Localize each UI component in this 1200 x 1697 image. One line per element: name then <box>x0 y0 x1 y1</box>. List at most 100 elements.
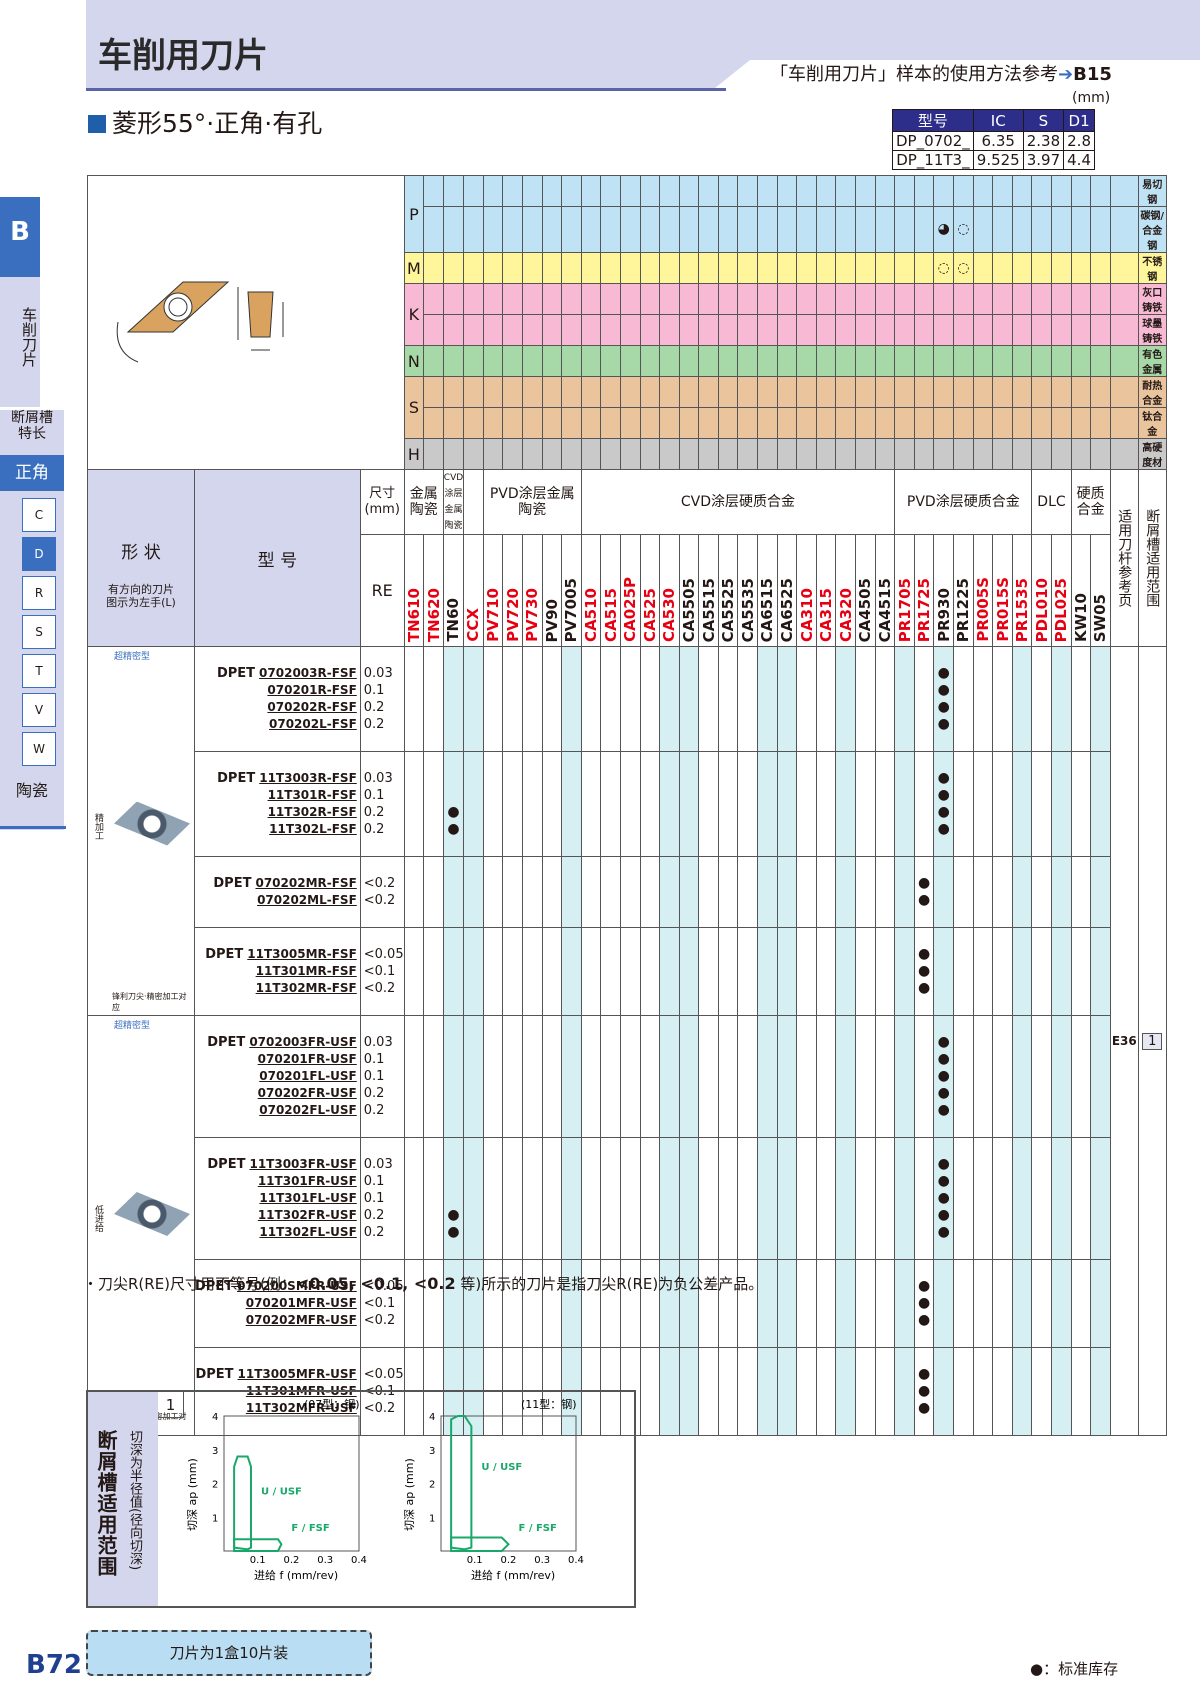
stock-dot <box>954 1085 972 1102</box>
reference-link[interactable]: 「车削用刀片」样本的使用方法参考➔B15 <box>770 60 1112 86</box>
grade-name: PV720 <box>503 588 522 642</box>
material-cell <box>619 376 641 408</box>
tab-shape-c[interactable]: C <box>22 498 56 532</box>
model-code[interactable]: 11T302MFR-USF <box>195 1400 357 1417</box>
model-code[interactable]: 070202L-FSF <box>195 716 357 733</box>
stock-dot <box>915 1102 933 1119</box>
model-code[interactable]: 070202R-FSF <box>195 699 356 716</box>
stock-dot <box>759 1400 777 1417</box>
material-cell <box>1070 175 1092 207</box>
model-code[interactable]: 070201R-FSF <box>195 682 356 699</box>
stock-dot <box>543 1366 561 1383</box>
material-cell <box>698 345 719 377</box>
model-code[interactable]: 070202ML-FSF <box>195 892 357 909</box>
stock-dot <box>621 682 639 699</box>
model-code[interactable]: 11T302FR-USF <box>195 1207 357 1224</box>
stock-dot <box>876 699 894 716</box>
stock-dot <box>1013 1173 1031 1190</box>
stock-dot <box>523 716 541 733</box>
stock-dot <box>582 821 600 838</box>
grade-group <box>463 469 484 535</box>
stock-dot <box>543 682 561 699</box>
model-code[interactable]: 11T302FL-USF <box>195 1224 356 1241</box>
stock-dot <box>954 1312 972 1329</box>
dims-header: D1 <box>1063 109 1095 132</box>
shape-header: 形 状有方向的刀片 图示为左手(L) <box>87 469 195 647</box>
chipbreaker-ref[interactable]: 1 <box>1142 1032 1163 1050</box>
section-tab-b[interactable]: B <box>0 197 40 277</box>
section-tab-label: 车削刀片 <box>0 277 40 407</box>
material-n: N <box>403 345 425 377</box>
y-tick-label: 1 <box>429 1513 435 1524</box>
holder-ref[interactable]: E36 <box>1111 1033 1137 1048</box>
material-cell <box>1011 252 1033 284</box>
stock-dot <box>739 892 757 909</box>
stock-dot <box>1052 892 1070 909</box>
stock-dot <box>778 770 796 787</box>
grade-cell <box>580 1137 602 1260</box>
tab-shape-v[interactable]: V <box>22 693 56 727</box>
material-cell <box>423 283 444 315</box>
model-code[interactable]: 11T302L-FSF <box>195 821 357 838</box>
material-cell <box>619 252 641 284</box>
model-code[interactable]: 11T302R-FSF <box>195 804 357 821</box>
tab-shape-d[interactable]: D <box>22 537 56 571</box>
tab-positive-angle[interactable]: 正角 <box>0 455 64 491</box>
tab-shape-t[interactable]: T <box>22 654 56 688</box>
stock-dot <box>876 1295 894 1312</box>
model-code[interactable]: 11T301FR-USF <box>195 1173 357 1190</box>
material-cell <box>463 175 484 207</box>
model-code[interactable]: 11T301FL-USF <box>195 1190 356 1207</box>
model-code[interactable]: 070202FR-USF <box>195 1085 357 1102</box>
stock-dot <box>504 770 522 787</box>
header-line <box>86 88 726 91</box>
stock-dot: ● <box>937 1173 950 1189</box>
stock-dot <box>661 1085 679 1102</box>
stock-dot <box>739 1400 757 1417</box>
model-code[interactable]: 070201MFR-USF <box>195 1295 357 1312</box>
stock-dot <box>700 875 718 892</box>
stock-dot <box>739 946 757 963</box>
stock-dot <box>582 682 600 699</box>
tab-shape-w[interactable]: W <box>22 732 56 766</box>
model-code[interactable]: 11T302MR-FSF <box>195 980 357 997</box>
grade-name: PR1535 <box>1013 577 1032 642</box>
stock-dot <box>798 1102 816 1119</box>
model-code[interactable]: 11T301MR-FSF <box>195 963 357 980</box>
model-code[interactable]: 11T301R-FSF <box>195 787 357 804</box>
tab-ceramic[interactable]: 陶瓷 <box>15 781 48 800</box>
material-cell <box>894 407 915 439</box>
stock-dot <box>405 682 423 699</box>
tab-shape-r[interactable]: R <box>22 576 56 610</box>
tab-shape-s[interactable]: S <box>22 615 56 649</box>
stock-dot <box>602 716 620 733</box>
insert-photo <box>114 1191 190 1236</box>
model-code[interactable]: 070201FR-USF <box>195 1051 357 1068</box>
stock-dot <box>543 1173 561 1190</box>
stock-dot <box>680 1224 698 1241</box>
material-cell <box>737 283 759 315</box>
model-code[interactable]: 070202MFR-USF <box>195 1312 357 1329</box>
grade-cell <box>737 1347 759 1436</box>
material-cell <box>442 407 465 439</box>
stock-dot <box>1013 1102 1031 1119</box>
model-code[interactable]: 070201FL-USF <box>195 1068 357 1085</box>
model-code[interactable]: 070202FL-USF <box>195 1102 357 1119</box>
stock-dot <box>798 892 816 909</box>
stock-dot <box>778 980 796 997</box>
grade-name: CA5535 <box>738 577 757 642</box>
material-cell <box>1070 206 1092 253</box>
material-cell <box>874 438 896 470</box>
material-cell <box>835 252 857 284</box>
stock-dot <box>974 1085 992 1102</box>
stock-dot <box>1072 1051 1090 1068</box>
